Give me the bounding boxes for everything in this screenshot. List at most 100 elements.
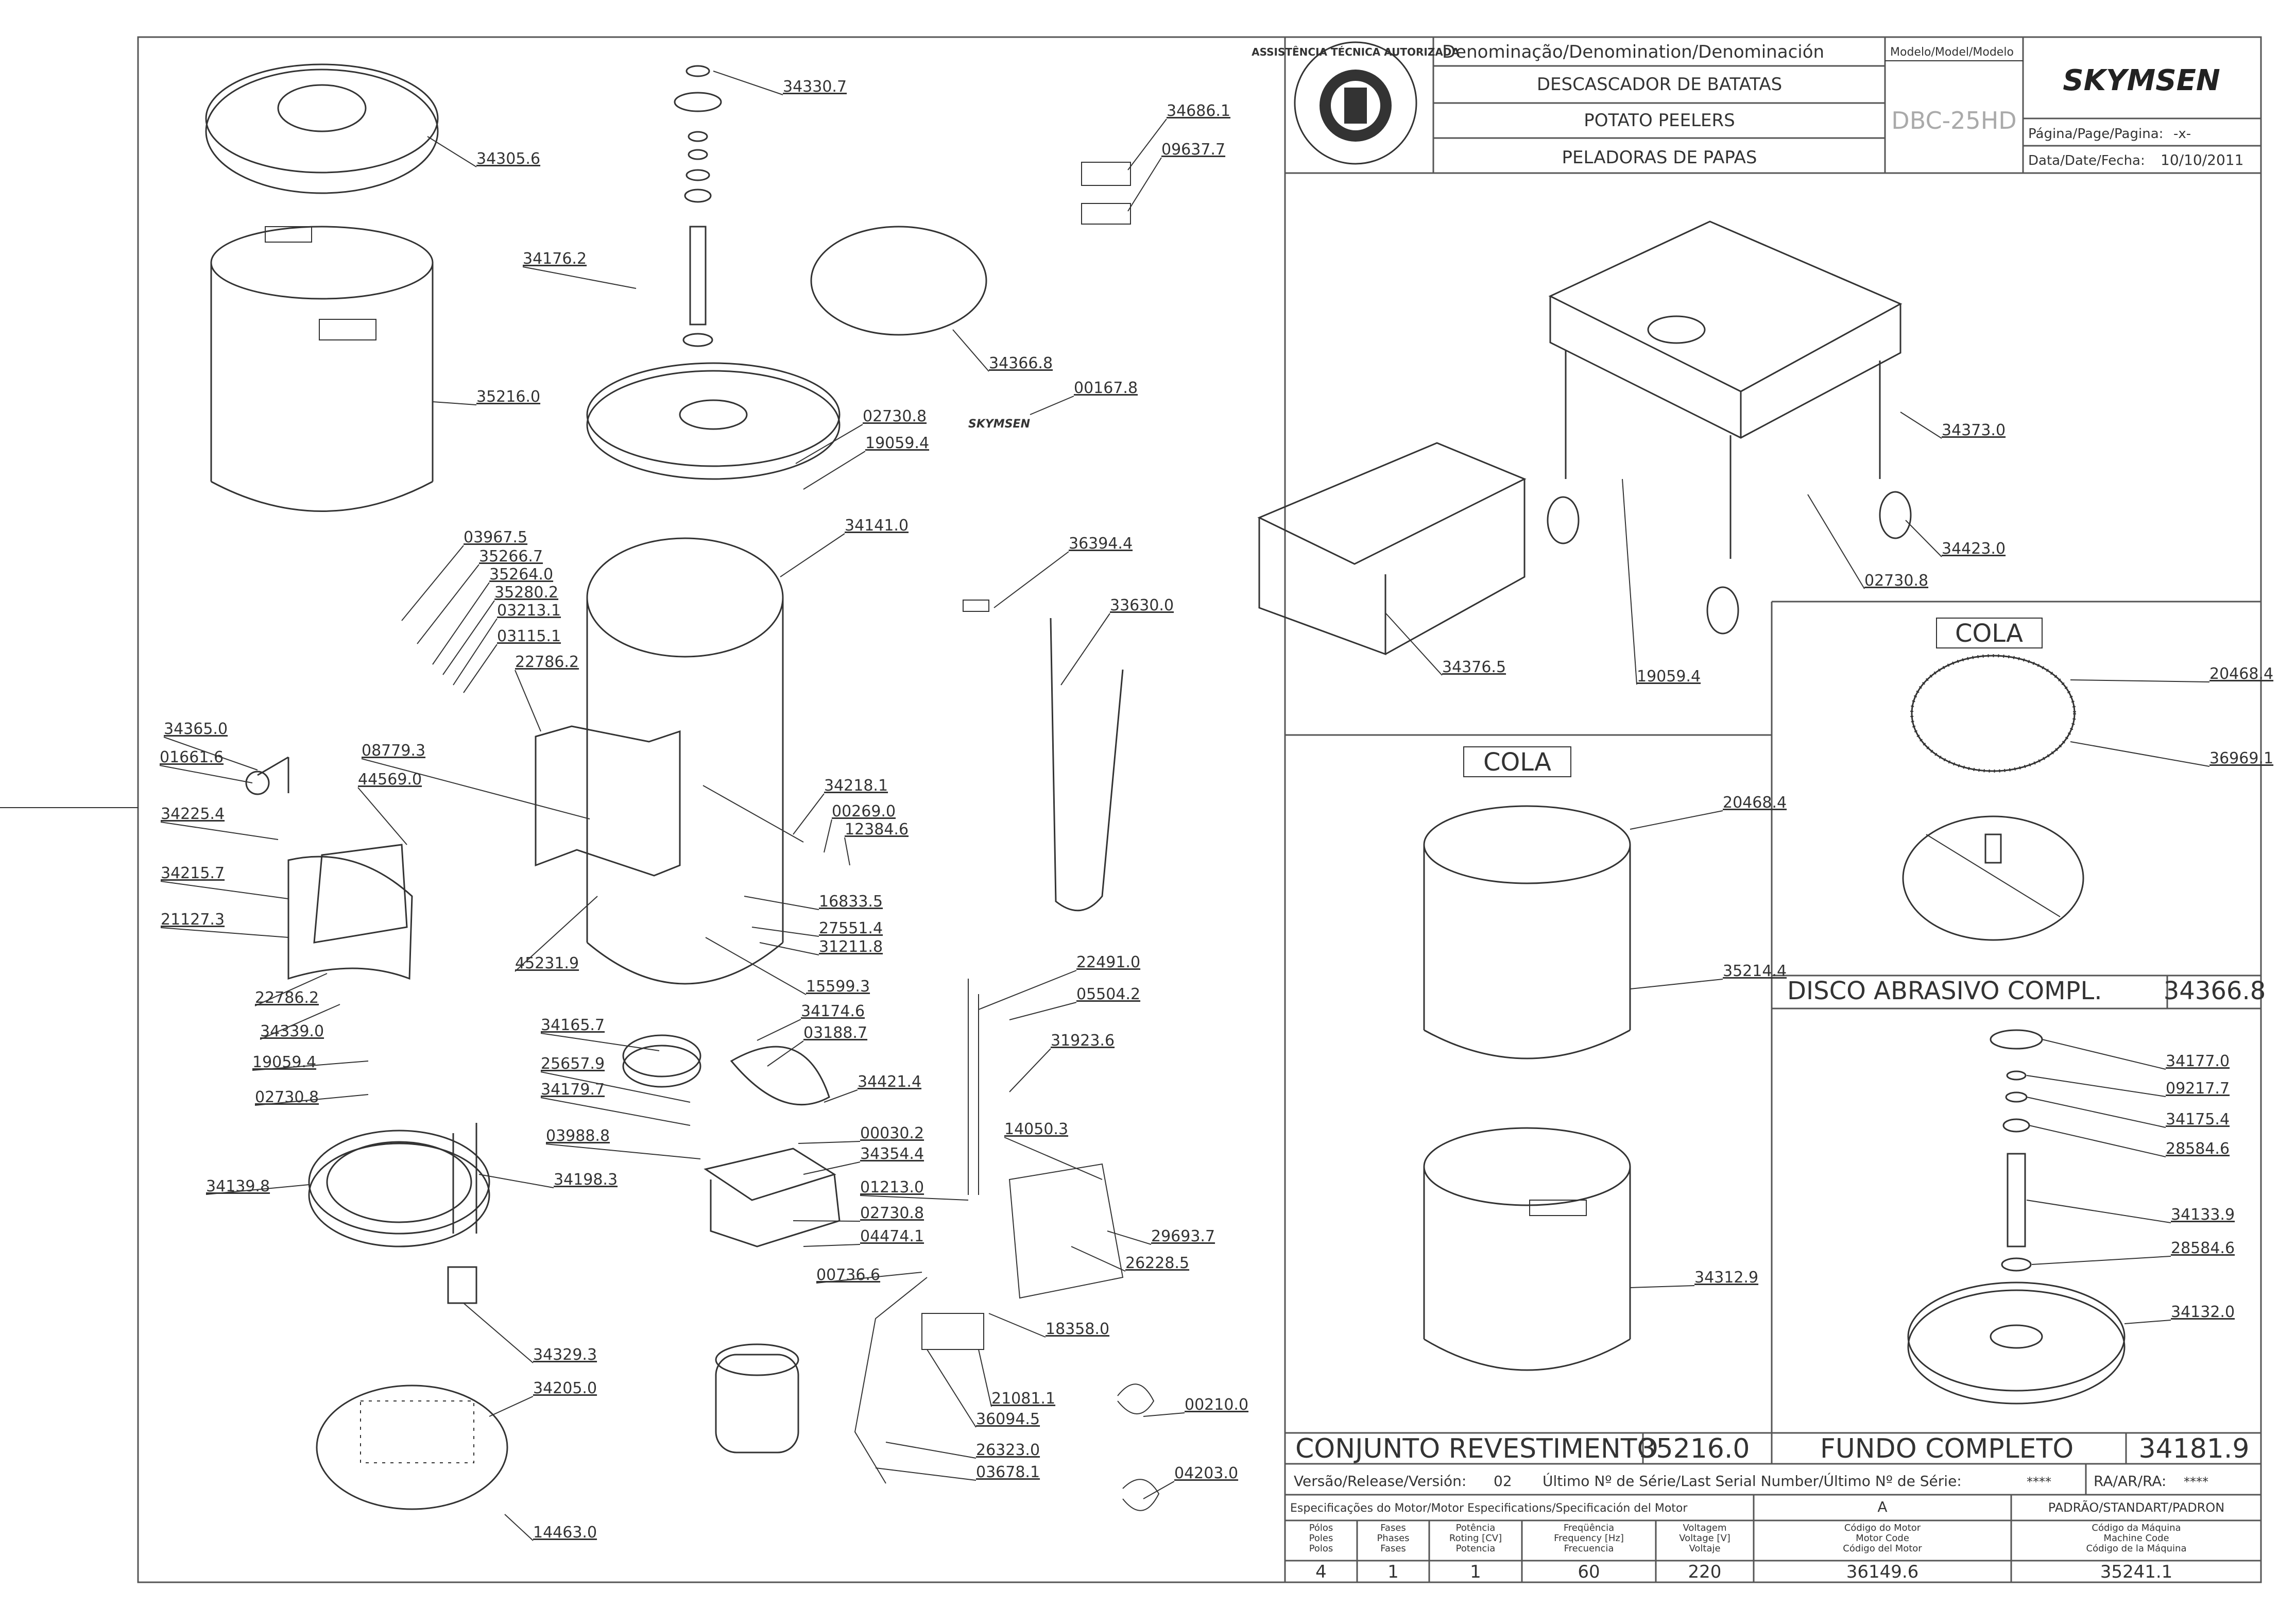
part-number-label: 33630.0 (1110, 596, 1174, 614)
callout-leader-line (1127, 157, 1162, 212)
part-callout: 02730.8 (254, 1088, 369, 1106)
brand-logo: SKYMSEN (2063, 64, 2220, 97)
callout-leader-line (759, 942, 819, 955)
callout-leader-line (1622, 478, 1637, 685)
part-number-label: 22491.0 (1076, 953, 1140, 971)
callout-leader-line (978, 970, 1077, 1010)
ra-label: RA/AR/RA: (2094, 1473, 2166, 1490)
spec-header-line: Código do Motor (1844, 1523, 1921, 1533)
callout-leader-line (952, 329, 989, 372)
part-callout: 25657.9 (540, 1055, 691, 1103)
part-callout: 36969.1 (2070, 741, 2273, 767)
callout-leader-line (713, 71, 783, 95)
callout-leader-line (2070, 741, 2210, 767)
part-number-label: 34205.0 (533, 1379, 597, 1397)
callout-leader-line (793, 793, 825, 835)
callout-leader-line (478, 1174, 554, 1188)
part-callout: 27551.4 (751, 919, 883, 937)
callout-leader-line (357, 787, 407, 845)
disc-assembly-title: DISCO ABRASIVO COMPL. (1787, 977, 2102, 1005)
callout-leader-line (803, 1244, 861, 1247)
part-number-label: 28584.6 (2166, 1140, 2230, 1158)
product-name-pt: DESCASCADOR DE BATATAS (1537, 74, 1782, 95)
part-callout: 03678.1 (875, 1463, 1040, 1481)
part-number-label: 26323.0 (976, 1441, 1040, 1459)
part-number-label: 01661.6 (160, 748, 224, 766)
part-callout: 03188.7 (767, 1024, 867, 1067)
part-number-label: 03678.1 (976, 1463, 1040, 1481)
part-callout: 14050.3 (1004, 1120, 1103, 1180)
callout-leader-line (1107, 1230, 1152, 1245)
part-number-label: 14463.0 (533, 1524, 597, 1542)
part-callout: 34141.0 (780, 517, 909, 577)
spec-header-line: Código da Máquina (2092, 1523, 2181, 1533)
callout-leader-line (504, 1514, 534, 1541)
part-number-label: 34421.4 (858, 1073, 921, 1091)
callout-leader-line (1009, 1048, 1051, 1092)
callout-leader-line (2124, 1320, 2171, 1324)
part-callout: 35214.4 (1630, 962, 1787, 989)
spec-header-line: Código del Motor (1843, 1543, 1922, 1554)
part-callout: 34421.4 (824, 1073, 921, 1103)
part-callout: 18358.0 (988, 1313, 1109, 1338)
part-callout: 36094.5 (927, 1349, 1040, 1428)
part-callout: 34339.0 (260, 1004, 340, 1040)
part-number-label: 34329.3 (533, 1346, 597, 1364)
small-logo-decal: SKYMSEN (968, 418, 1030, 431)
value-power: 1 (1470, 1562, 1481, 1582)
part-number-label: 19059.4 (1637, 668, 1701, 686)
part-number-label: 02730.8 (863, 407, 927, 425)
part-callout: 28584.6 (2029, 1125, 2230, 1158)
callout-leader-line (751, 927, 819, 937)
part-callout: 16833.5 (744, 893, 883, 911)
part-number-label: 03967.5 (464, 528, 527, 546)
part-number-label: 31211.8 (819, 938, 883, 956)
part-number-label: 44569.0 (358, 771, 422, 789)
spec-table: Versão/Release/Versión: 02 Último Nº de … (1285, 1464, 2261, 1582)
callout-leader-line (1071, 1246, 1126, 1272)
part-number-label: 34339.0 (260, 1022, 324, 1040)
part-number-label: 09217.7 (2166, 1080, 2230, 1098)
part-number-label: 34133.9 (2171, 1206, 2235, 1224)
page-value: -x- (2173, 126, 2191, 142)
part-number-label: 34141.0 (845, 517, 909, 535)
callout-leader-line (442, 600, 495, 675)
callout-leader-line (803, 1161, 861, 1175)
part-callout: 34177.0 (2042, 1039, 2230, 1070)
part-callout: 15599.3 (705, 937, 870, 996)
callout-leader-line (254, 973, 328, 1006)
spec-header-line: Roting [CV] (1449, 1533, 1502, 1544)
part-number-label: 22786.2 (255, 989, 319, 1007)
spec-header-line: Polos (1309, 1543, 1333, 1554)
callout-leader-line (540, 1097, 691, 1126)
part-number-label: 21081.1 (991, 1390, 1055, 1408)
callout-leader-line (260, 1004, 340, 1040)
callout-leader-line (205, 1184, 310, 1195)
part-callout: 31923.6 (1009, 1032, 1115, 1092)
part-number-label: 12384.6 (845, 820, 909, 839)
part-callout: 00736.6 (816, 1266, 922, 1284)
part-number-label: 36094.5 (976, 1410, 1040, 1428)
callout-leader-line (1630, 810, 1723, 830)
spec-header-line: Fases (1380, 1523, 1406, 1533)
disc-assembly-code: 34366.8 (2164, 977, 2266, 1005)
part-callout: 09217.7 (2026, 1075, 2230, 1098)
part-number-label: 31923.6 (1051, 1032, 1115, 1050)
part-number-label: 34366.8 (989, 354, 1053, 372)
part-number-label: 34139.8 (206, 1177, 270, 1195)
part-number-label: 34225.4 (161, 805, 225, 823)
callout-leader-line (159, 765, 253, 783)
callout-leader-line (417, 564, 479, 644)
spec-header-line: Frequency [Hz] (1554, 1533, 1624, 1544)
part-callout: 34174.6 (757, 1002, 865, 1041)
part-callout: 35280.2 (442, 584, 558, 675)
callout-leader-line (160, 822, 279, 840)
part-number-label: 34423.0 (1942, 540, 2006, 558)
callout-leader-line (1009, 1002, 1077, 1020)
part-callout: 14463.0 (504, 1514, 597, 1542)
part-callout: 00030.2 (798, 1124, 924, 1144)
part-callout: 34305.6 (427, 136, 540, 168)
callout-leader-line (860, 1195, 969, 1201)
spec-header-line: Código de la Máquina (2086, 1543, 2187, 1554)
part-callout: 04203.0 (1143, 1464, 1238, 1499)
